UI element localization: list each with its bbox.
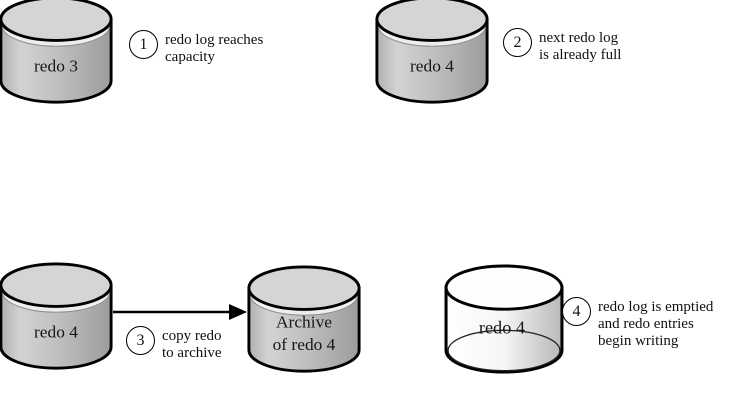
step-2-text: next redo log is already full <box>539 28 621 64</box>
cylinder-label-line-2: of redo 4 <box>273 335 336 354</box>
step-3-number-badge: 3 <box>126 326 155 355</box>
step-1-caption: 1 redo log reaches capacity <box>129 30 263 66</box>
caption-line: capacity <box>165 49 215 65</box>
step-1-text: redo log reaches capacity <box>165 30 263 66</box>
caption-line: to archive <box>162 345 222 361</box>
step-number: 4 <box>572 302 581 320</box>
step-4-text: redo log is emptied and redo entries beg… <box>598 297 713 350</box>
cylinder-redo-3-full: redo 3 <box>0 0 113 104</box>
cylinder-label: redo 3 <box>34 56 78 75</box>
step-1-number-badge: 1 <box>129 30 158 59</box>
copy-to-archive-arrow-icon <box>113 304 247 320</box>
step-3-caption: 3 copy redo to archive <box>126 326 222 362</box>
step-3-text: copy redo to archive <box>162 326 222 362</box>
cylinder-top <box>0 0 113 42</box>
cylinder-archive-of-redo-4: Archive of redo 4 <box>247 265 361 373</box>
cylinder-bottom-interior <box>447 329 561 372</box>
caption-line: redo log is emptied <box>598 299 714 315</box>
cylinder-label: redo 4 <box>34 322 78 341</box>
step-2-caption: 2 next redo log is already full <box>503 28 621 64</box>
arrow-head <box>229 304 247 320</box>
caption-line: next redo log <box>539 30 619 46</box>
step-2-number-badge: 2 <box>503 28 532 57</box>
cylinder-top <box>444 264 564 311</box>
caption-line: begin writing <box>598 333 679 349</box>
step-number: 1 <box>139 35 148 53</box>
step-number: 3 <box>136 331 145 349</box>
cylinder-redo-4-full-bottom: redo 4 <box>0 262 113 370</box>
cylinder-label: redo 4 <box>479 318 525 338</box>
step-4-caption: 4 redo log is emptied and redo entries b… <box>562 297 713 350</box>
cylinder-top <box>247 265 361 311</box>
cylinder-label-line-1: Archive <box>276 313 332 332</box>
caption-line: redo log reaches <box>165 32 264 48</box>
cylinder-redo-4-empty: redo 4 <box>444 264 564 374</box>
caption-line: copy redo <box>162 328 222 344</box>
caption-line: is already full <box>539 47 622 63</box>
caption-line: and redo entries <box>598 316 694 332</box>
step-4-number-badge: 4 <box>562 297 591 326</box>
cylinder-top <box>375 0 489 42</box>
cylinder-redo-4-full-top: redo 4 <box>375 0 489 104</box>
cylinder-top <box>0 262 113 308</box>
cylinder-label: redo 4 <box>410 56 454 75</box>
step-number: 2 <box>513 33 522 51</box>
